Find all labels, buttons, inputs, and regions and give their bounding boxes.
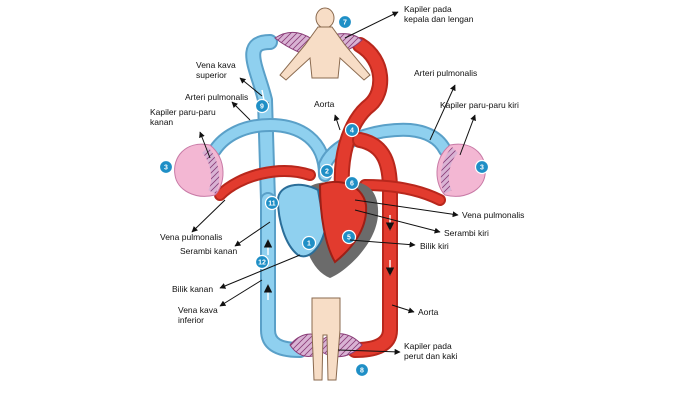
step-badge-1: 1 (301, 235, 317, 251)
lower-body-figure (311, 297, 341, 381)
label-vena-pulmonalis-left: Vena pulmonalis (160, 232, 222, 242)
label-arteri-pulmonalis-left: Arteri pulmonalis (185, 92, 248, 102)
step-badge-8: 8 (354, 362, 370, 378)
label-aorta-top: Aorta (314, 99, 335, 109)
upper-body-figure (279, 7, 371, 81)
pointer-lines (191, 11, 476, 355)
right-lung (174, 143, 224, 197)
svg-text:8: 8 (360, 368, 364, 375)
svg-text:9: 9 (260, 104, 264, 111)
label-vena-pulmonalis-right: Vena pulmonalis (462, 210, 524, 220)
step-badge-12: 12 (254, 254, 270, 270)
svg-text:7: 7 (343, 20, 347, 27)
svg-text:6: 6 (350, 181, 354, 188)
svg-text:2: 2 (325, 169, 329, 176)
oxygenated-vessels (214, 37, 446, 358)
svg-text:12: 12 (258, 260, 266, 267)
svg-text:1: 1 (307, 241, 311, 248)
step-badge-6: 6 (344, 175, 360, 191)
step-badge-4: 4 (344, 122, 360, 138)
left-lung (436, 143, 486, 197)
svg-text:11: 11 (268, 201, 276, 208)
label-aorta-bottom: Aorta (418, 307, 439, 317)
label-serambi-kiri: Serambi kiri (444, 228, 489, 238)
svg-text:5: 5 (347, 235, 351, 242)
leg-capillary-bed (289, 333, 363, 358)
step-badge-11: 11 (264, 195, 280, 211)
label-bilik-kiri: Bilik kiri (420, 241, 449, 251)
step-badge-7: 7 (337, 14, 353, 30)
label-arteri-pulmonalis-right: Arteri pulmonalis (414, 68, 477, 78)
label-serambi-kanan: Serambi kanan (180, 246, 237, 256)
label-bilik-kanan: Bilik kanan (172, 284, 213, 294)
step-badge-2: 2 (319, 163, 335, 179)
heart (276, 180, 379, 278)
label-kapiler-paru-kiri: Kapiler paru-paru kiri (440, 100, 519, 110)
svg-text:4: 4 (350, 128, 354, 135)
step-badge-3: 3 (474, 159, 490, 175)
step-badge-9: 9 (254, 98, 270, 114)
step-badge-3: 3 (158, 159, 174, 175)
svg-text:3: 3 (164, 165, 168, 172)
heart-right-side (276, 183, 327, 258)
svg-text:3: 3 (480, 165, 484, 172)
step-badge-5: 5 (341, 229, 357, 245)
